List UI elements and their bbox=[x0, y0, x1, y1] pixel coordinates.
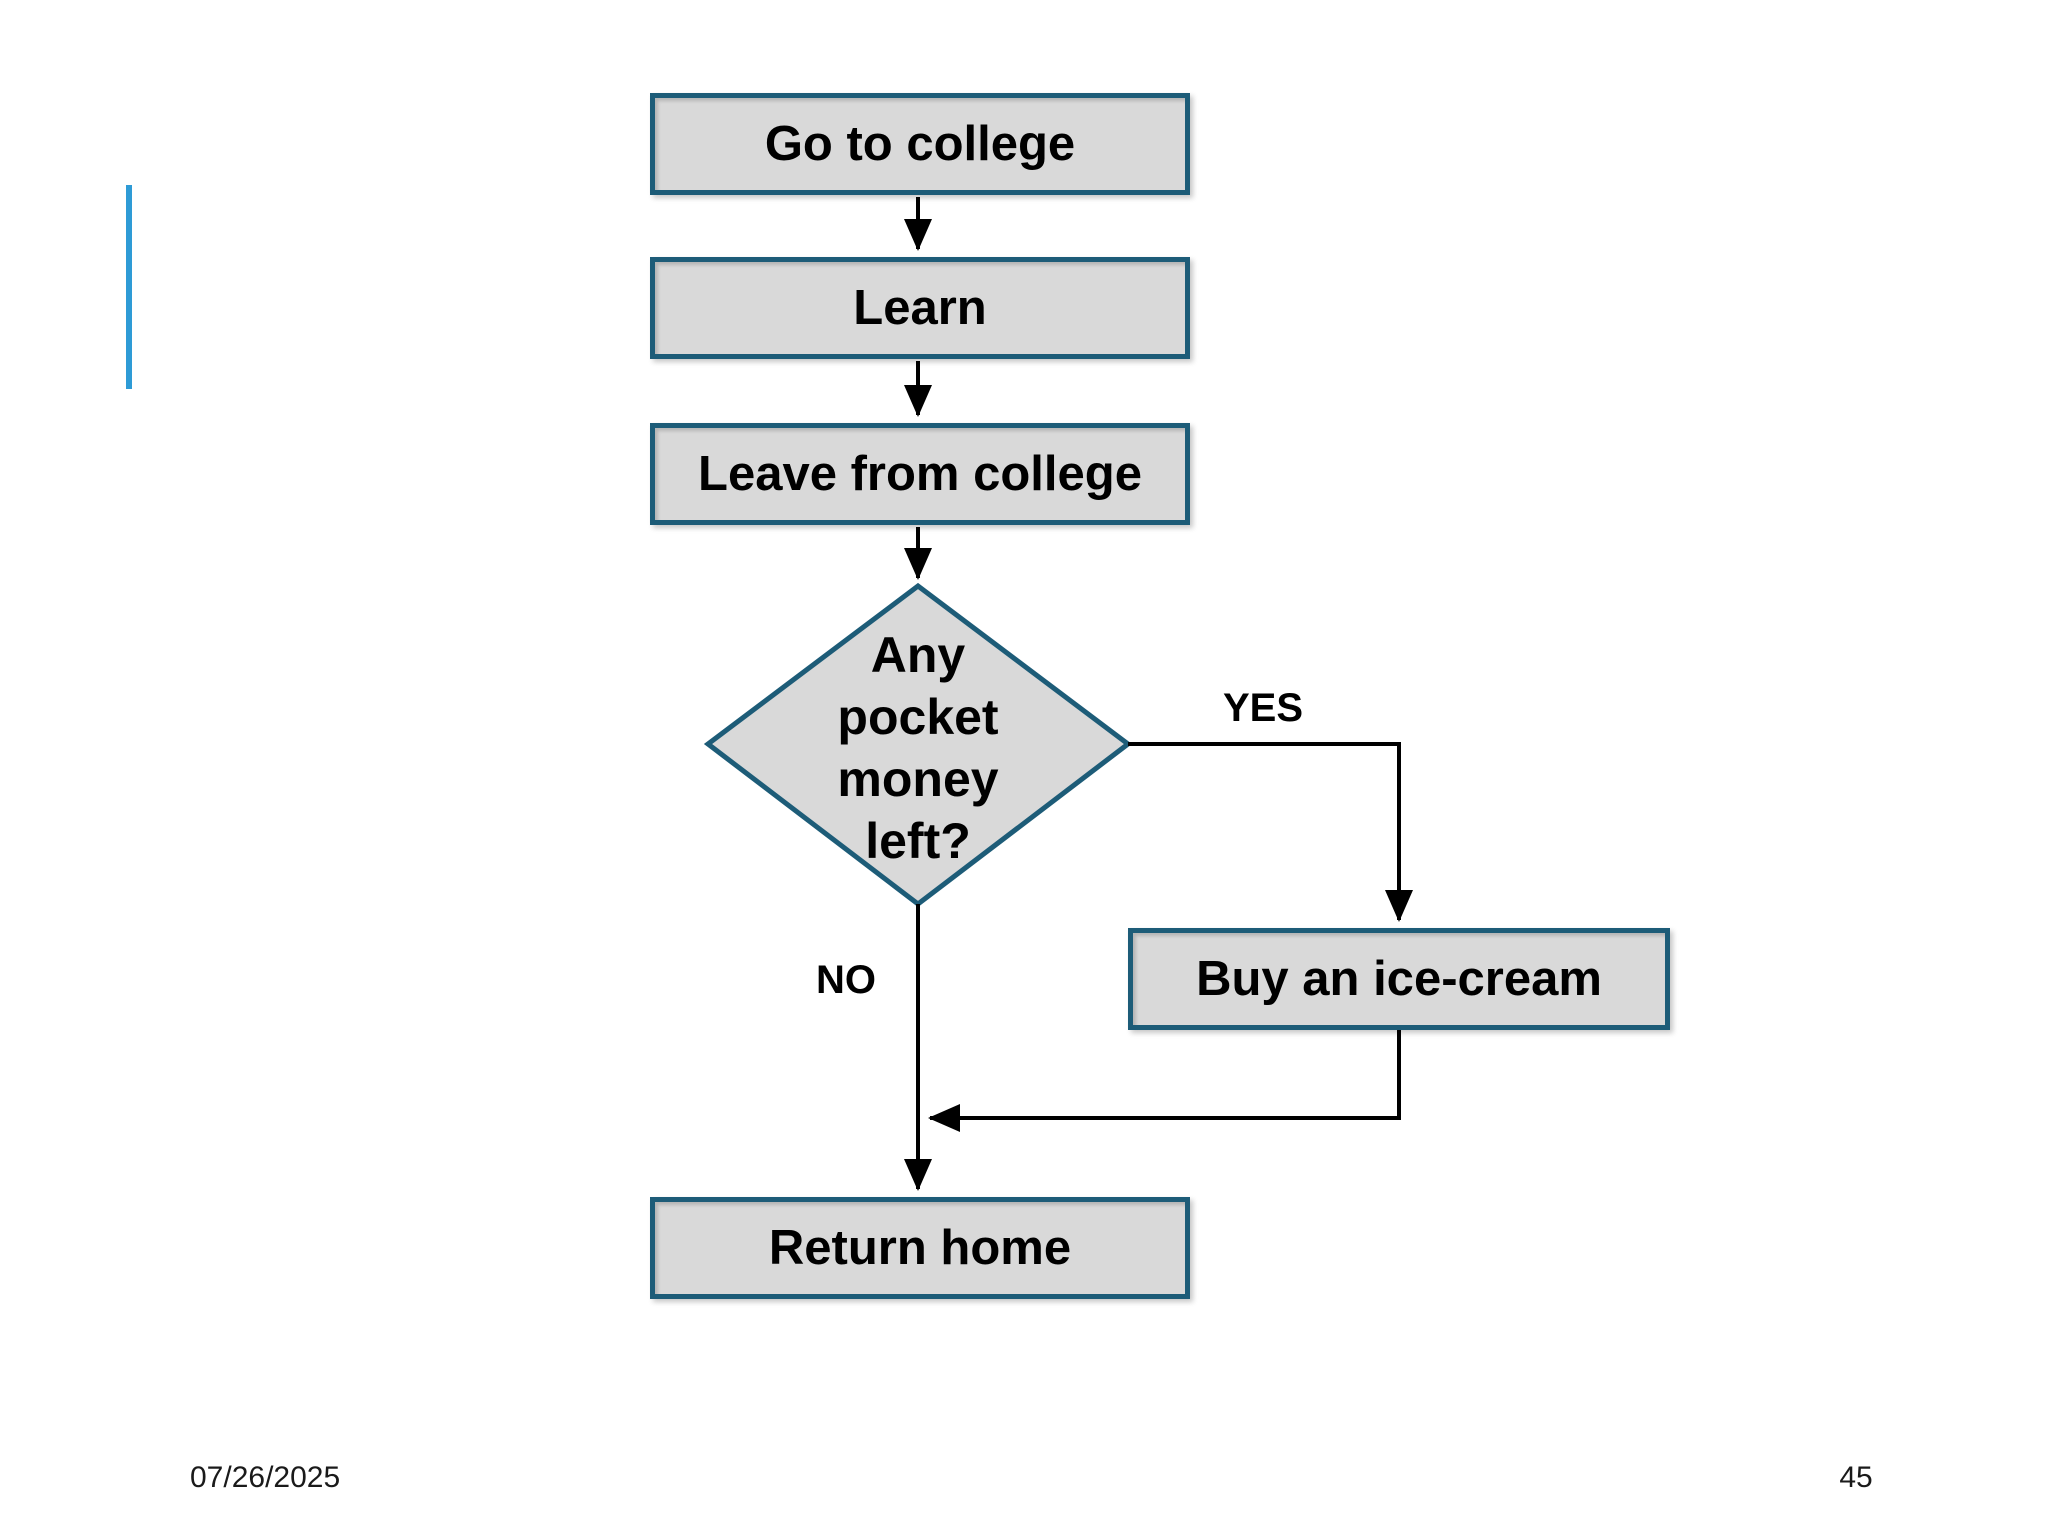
process-node-go-to-college: Go to college bbox=[650, 93, 1190, 195]
process-node-learn: Learn bbox=[650, 257, 1190, 359]
node-label: Return home bbox=[768, 1220, 1072, 1275]
decision-node-label: Any pocket money left? bbox=[837, 627, 999, 869]
process-node-leave-from-college: Leave from college bbox=[650, 423, 1190, 525]
edge-label-yes: YES bbox=[1222, 686, 1304, 730]
node-label: Buy an ice-cream bbox=[1196, 951, 1602, 1006]
slide-page-number: 45 bbox=[1839, 1461, 1873, 1494]
edge-buy-to-merge bbox=[928, 1030, 1401, 1132]
accent-bar bbox=[126, 185, 132, 389]
edge-label-no: NO bbox=[816, 958, 876, 1002]
process-node-buy-an-ice-cream: Buy an ice-cream bbox=[1128, 928, 1670, 1030]
slide-date: 07/26/2025 bbox=[190, 1461, 341, 1494]
node-label: Go to college bbox=[764, 116, 1076, 171]
process-node-return-home: Return home bbox=[650, 1197, 1190, 1299]
edge-yes-to-buy bbox=[1128, 742, 1413, 922]
node-label: Learn bbox=[853, 280, 987, 335]
node-label: Leave from college bbox=[698, 446, 1142, 501]
